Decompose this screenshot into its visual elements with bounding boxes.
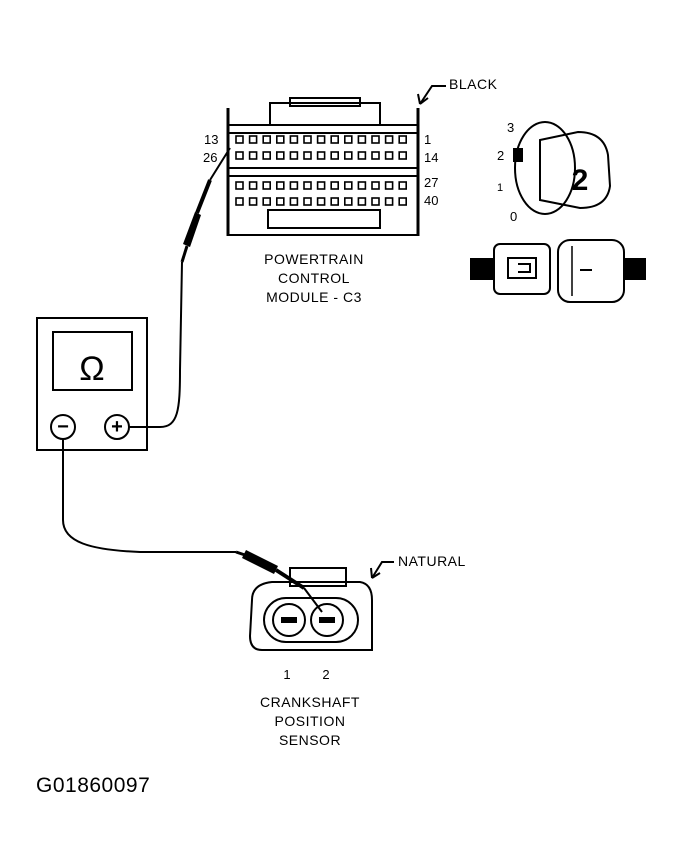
- pcm-cavity: [248, 135, 258, 144]
- pcm-cavity: [248, 181, 258, 190]
- pcm-cavity: [357, 181, 367, 190]
- pcm-cavity: [235, 197, 244, 206]
- pcm-cavity: [289, 135, 299, 144]
- pcm-cavity: [316, 197, 326, 206]
- ohm-symbol: Ω: [79, 350, 104, 388]
- pcm-cavity: [262, 181, 272, 190]
- pcm-pin-label: 1: [424, 132, 431, 147]
- pcm-cavity: [357, 135, 367, 144]
- pcm-cavity: [371, 151, 380, 160]
- crankshaft-sensor-connector: 1 2 NATURAL CRANKSHAFT POSITION SENSOR: [248, 553, 466, 748]
- pcm-cavity: [289, 151, 299, 160]
- pcm-cavity: [343, 135, 353, 144]
- pcm-connector-c3: 13 26 1 14 27 40 BLACK POWERTRAIN CONTRO…: [203, 76, 498, 305]
- pcm-cavity: [275, 181, 285, 190]
- pcm-pin-label: 26: [203, 150, 217, 165]
- sensor-name-line: POSITION: [275, 713, 346, 729]
- pcm-cavity: [316, 151, 326, 160]
- pcm-cavity: [371, 135, 380, 144]
- sensor-pin-label: 1: [283, 667, 290, 682]
- pcm-cavity: [371, 197, 380, 206]
- connector-key-illustration: 2 3 2 1 0: [470, 120, 646, 303]
- pcm-cavity: [357, 197, 367, 206]
- pcm-cavity: [275, 151, 285, 160]
- sensor-color-label: NATURAL: [398, 553, 466, 569]
- ohmmeter: Ω − +: [36, 317, 148, 451]
- pcm-cavity: [316, 181, 326, 190]
- pcm-pin-label: 13: [204, 132, 218, 147]
- pcm-cavity: [357, 151, 367, 160]
- pcm-cavity: [289, 197, 299, 206]
- test-leads: [62, 147, 323, 613]
- pcm-cavity: [303, 181, 312, 190]
- pcm-name-line: MODULE - C3: [266, 289, 362, 305]
- pcm-cavity: [330, 151, 340, 160]
- pcm-cavity: [262, 135, 272, 144]
- sensor-name-line: CRANKSHAFT: [260, 694, 360, 710]
- pcm-cavity: [398, 151, 408, 160]
- pcm-cavity: [330, 197, 340, 206]
- pcm-cavity: [398, 135, 408, 144]
- pcm-cavity: [316, 135, 326, 144]
- pcm-cavity: [384, 197, 394, 206]
- pcm-cavity: [343, 181, 353, 190]
- pcm-cavity: [330, 181, 340, 190]
- pcm-cavity: [343, 197, 353, 206]
- pcm-cavity: [289, 181, 299, 190]
- pcm-cavity: [384, 151, 394, 160]
- pcm-cavity: [303, 197, 312, 206]
- pcm-pin-label: 40: [424, 193, 438, 208]
- pcm-cavity: [248, 151, 258, 160]
- pcm-cavity: [262, 197, 272, 206]
- key-position-label: 3: [507, 120, 514, 135]
- figure-code: G01860097: [36, 774, 150, 797]
- pcm-cavity: [248, 197, 258, 206]
- pcm-cavity: [384, 181, 394, 190]
- pcm-pin-label: 27: [424, 175, 438, 190]
- pcm-cavity: [235, 151, 244, 160]
- pcm-cavity: [235, 181, 244, 190]
- negative-terminal-symbol: −: [57, 416, 69, 438]
- pcm-name-line: POWERTRAIN: [264, 251, 364, 267]
- pcm-cavity: [371, 181, 380, 190]
- key-number: 2: [572, 164, 589, 197]
- pcm-pin-label: 14: [424, 150, 438, 165]
- pcm-cavity: [262, 151, 272, 160]
- sensor-name-line: SENSOR: [279, 732, 341, 748]
- pcm-cavity: [343, 151, 353, 160]
- pcm-cavity: [330, 135, 340, 144]
- pcm-name-line: CONTROL: [278, 270, 350, 286]
- pcm-cavity: [303, 151, 312, 160]
- pcm-cavity: [235, 135, 244, 144]
- key-position-label: 1: [497, 182, 503, 194]
- pcm-cavity: [398, 197, 408, 206]
- pcm-color-label: BLACK: [449, 76, 498, 92]
- pcm-cavity: [275, 197, 285, 206]
- pcm-cavity: [384, 135, 394, 144]
- pcm-cavity: [398, 181, 408, 190]
- pcm-cavity: [303, 135, 312, 144]
- key-position-label: 0: [510, 209, 517, 224]
- key-position-label: 2: [497, 148, 504, 163]
- positive-terminal-symbol: +: [111, 416, 123, 438]
- sensor-pin-label: 2: [322, 667, 329, 682]
- pcm-cavity-grid: [235, 135, 408, 206]
- pcm-cavity: [275, 135, 285, 144]
